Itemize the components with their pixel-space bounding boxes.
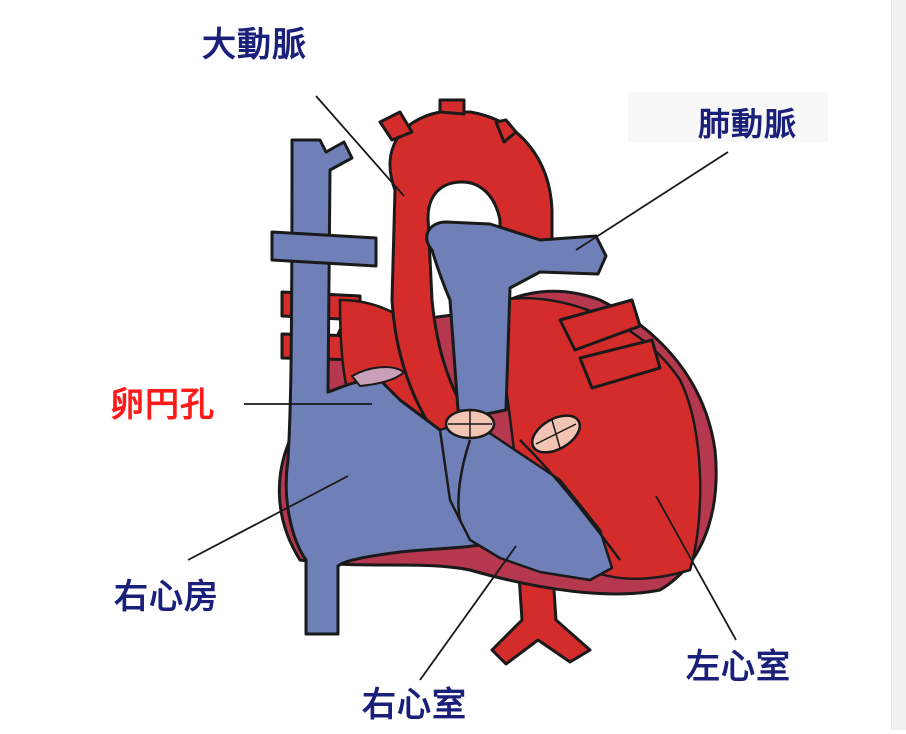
label-aorta: 大動脈: [202, 25, 307, 65]
leader-pulmonary-artery: [575, 151, 729, 251]
heart-valves: [444, 408, 581, 454]
leader-aorta: [315, 95, 405, 197]
brachiocephalic-veins: [270, 230, 378, 268]
foramen-ovale-flap: [350, 366, 406, 388]
scrollbar[interactable]: [891, 0, 906, 730]
pulmonary-label-panel: [628, 92, 828, 142]
label-right-ventricle: 右心室: [362, 685, 467, 725]
label-left-ventricle: 左心室: [686, 647, 791, 687]
leader-right-ventricle: [419, 545, 517, 681]
pulmonary-veins-right: [558, 298, 662, 390]
pulmonary-trunk: [425, 220, 608, 418]
leader-right-atrium: [187, 475, 349, 561]
label-right-atrium: 右心房: [114, 577, 219, 617]
septum-lines: [457, 439, 621, 561]
label-foramen-ovale: 卵円孔: [110, 385, 215, 425]
leader-lines: [187, 95, 737, 681]
label-pulmonary-artery: 肺動脈: [698, 105, 798, 143]
aortic-branches: [378, 98, 518, 144]
right-ventricle: [438, 418, 614, 582]
leader-left-ventricle: [655, 495, 737, 641]
